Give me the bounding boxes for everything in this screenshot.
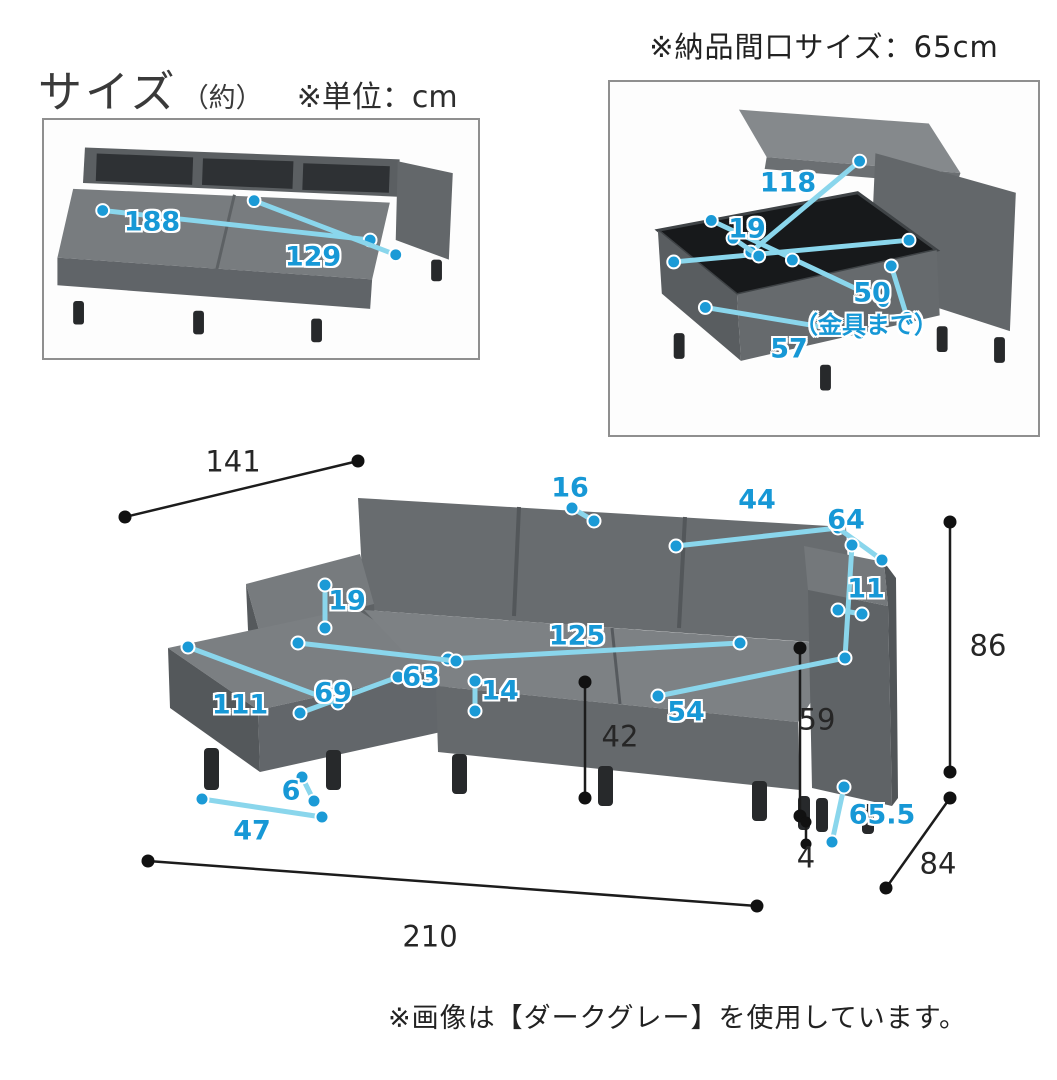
dim-arm-top-depth: 64 [827,504,865,536]
dim-chaise-leg-height: 6 [281,775,301,807]
dim-bed-length: 188 [123,206,181,238]
inset-sofabed-box [42,118,480,360]
sofa-backrest [358,498,852,645]
sofa-seat [364,610,848,722]
dim-arm-drop: 19 [328,585,366,617]
inset-storage-box [608,80,1040,437]
sofabed-shapes [57,147,453,343]
page-title: サイズ （約） ※単位：cm [38,56,458,120]
sofa-chaise [168,608,448,710]
dim-storage-hinge: 19 [728,213,766,245]
storage-dimension-lines [666,153,917,341]
sofa-shapes [168,498,898,834]
dim-chaise-front-width: 47 [233,815,271,847]
storage-illustration [654,109,1016,391]
dim-chaise-width: 69 [314,677,352,709]
dim-chaise-inner-depth: 63 [402,661,440,693]
sofabed-dimension-lines [95,193,404,263]
unit-note: ※単位：cm [296,80,458,115]
sofa-right-arm [804,546,888,606]
color-variant-note: ※画像は【ダークグレー】を使用しています。 [388,1003,968,1034]
dim-cushion-thickness: 14 [481,675,519,707]
dim-chaise-depth: 111 [211,689,269,721]
sofa-left-arm [246,554,374,634]
sofabed-illustration [57,147,453,343]
dim-total-width: 210 [402,919,458,954]
dim-back-inner-width: 44 [738,484,776,516]
dim-arm-inner-height: 59 [798,702,836,737]
title-sub: （約） [181,83,263,114]
dim-storage-opening: 57 [770,333,808,365]
dim-back-thickness: 16 [551,472,589,504]
blue-dimension-lines [180,500,890,850]
dim-total-depth: 141 [205,444,261,479]
storage-shapes [654,109,1016,391]
dim-storage-fitting-note: （金具まで） [794,311,938,339]
dim-arm-thickness: 11 [847,573,885,605]
delivery-opening-note: ※納品間口サイズ：65cm [649,30,999,64]
dim-arm-outer-height: 65.5 [848,799,916,831]
dim-seat-depth: 54 [667,696,705,728]
dim-seat-front-height: 42 [601,719,639,754]
dim-storage-lid: 118 [759,167,817,199]
black-dimension-lines [118,454,957,913]
dim-storage-fitting: 50 [853,277,891,309]
dim-leg-height: 4 [796,840,816,875]
dim-seat-inner-width: 125 [548,620,606,652]
title-main: サイズ [38,67,178,118]
dim-bed-width: 129 [284,241,342,273]
dim-total-height: 86 [969,628,1007,663]
dim-body-depth: 84 [919,846,957,881]
